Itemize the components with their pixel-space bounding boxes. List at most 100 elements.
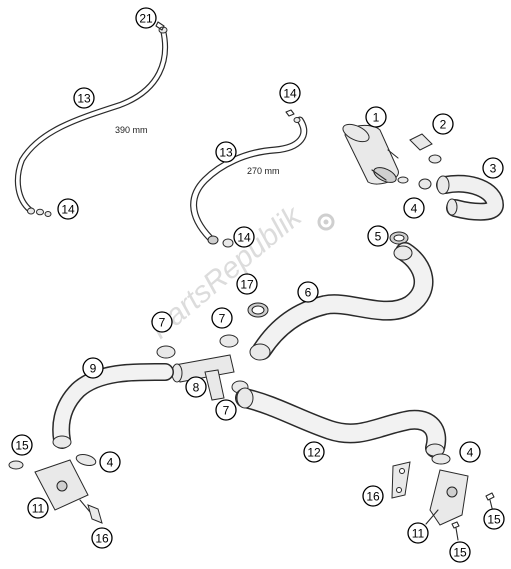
callout-c15a: 15 [11,434,33,456]
callout-circle [365,106,387,128]
callout-number: 6 [305,286,312,300]
callout-circle [236,273,258,295]
callout-c13a: 13 [73,87,95,109]
callout-c7a: 7 [151,311,173,333]
callout-c16a: 16 [91,527,113,549]
callout-number: 12 [307,446,321,460]
callout-circle [297,281,319,303]
callout-number: 11 [32,502,45,516]
part-21-fitting [155,21,165,31]
callout-number: 2 [440,118,447,132]
callout-circle [482,157,504,179]
callout-number: 7 [159,316,166,330]
callout-circle [215,141,237,163]
callout-circle [135,7,157,29]
callout-circle [73,87,95,109]
part-11-valve-left [34,459,91,513]
part-12-hose [235,387,447,458]
hose-13-right [190,116,308,245]
callout-number: 4 [107,456,114,470]
callout-circle [11,434,33,456]
callout-number: 15 [453,546,467,560]
callout-c14b: 14 [57,198,79,220]
part-16-gasket-right [391,461,411,499]
callout-c11a: 11 [27,497,49,519]
part-7-clamp-b [219,334,239,348]
callout-c11b: 11 [407,522,429,544]
callout-circle [99,451,121,473]
callout-circle [459,441,481,463]
part-11-valve-right [425,469,469,526]
callout-c4c: 4 [459,441,481,463]
callout-number: 8 [193,381,200,395]
callout-circle [233,226,255,248]
part-8-junction [171,354,235,401]
callout-c7c: 7 [215,399,237,421]
callout-number: 15 [487,513,501,527]
callout-number: 4 [467,446,474,460]
callout-c16b: 16 [362,485,384,507]
callout-number: 13 [77,92,91,106]
callout-c3: 3 [482,157,504,179]
part-4-clamp-left [75,454,97,466]
callout-number: 13 [219,146,233,160]
callout-c13b: 13 [215,141,237,163]
part-9-hose [52,362,174,449]
callout-circle [185,376,207,398]
part-6-main-hose [249,242,434,361]
part-7-clamp-a [156,345,176,359]
callout-circle [483,508,505,530]
callout-number: 9 [90,362,97,376]
part-14-clamp-mid [222,238,234,248]
callout-number: 5 [375,230,382,244]
callout-circle [367,225,389,247]
callout-number: 14 [61,203,75,217]
part-14-clamp-left [36,208,52,217]
callout-circle [211,307,233,329]
callout-c12: 12 [303,441,325,463]
callout-number: 7 [223,404,230,418]
part-16-gasket-left [87,504,103,524]
callout-number: 16 [366,490,380,504]
callout-number: 21 [139,12,153,26]
callout-number: 7 [219,312,226,326]
hose-13-left [14,26,169,215]
callout-circle [57,198,79,220]
callout-circle [303,441,325,463]
callout-c9: 9 [82,357,104,379]
callout-c1: 1 [365,106,387,128]
callout-c15c: 15 [449,541,471,563]
callout-c6: 6 [297,281,319,303]
callout-number: 4 [411,202,418,216]
callout-circle [362,485,384,507]
callout-c17: 17 [236,273,258,295]
part-15-bolt-left [8,460,24,470]
callout-number: 3 [490,162,497,176]
callout-circle [151,311,173,333]
callout-number: 14 [283,87,297,101]
callout-number: 14 [237,231,251,245]
callout-circle [82,357,104,379]
callout-circle [279,82,301,104]
callout-circle [91,527,113,549]
callout-c21: 21 [135,7,157,29]
watermark-gear-icon [317,213,335,231]
callout-circle [407,522,429,544]
dimension-label-390: 390 mm [115,125,148,135]
callout-c15b: 15 [483,508,505,530]
callout-number: 16 [95,532,109,546]
part-4-clamp-right [431,453,451,465]
callout-number: 17 [240,278,254,292]
callout-c4b: 4 [99,451,121,473]
callout-number: 1 [373,111,380,125]
callout-c7b: 7 [211,307,233,329]
callout-c8: 8 [185,376,207,398]
part-17-clamp [247,302,269,318]
callout-number: 15 [15,439,29,453]
dimension-label-270: 270 mm [247,166,280,176]
part-2-connector [409,133,442,190]
callout-c2: 2 [432,113,454,135]
part-3-elbow-hose [436,174,505,221]
